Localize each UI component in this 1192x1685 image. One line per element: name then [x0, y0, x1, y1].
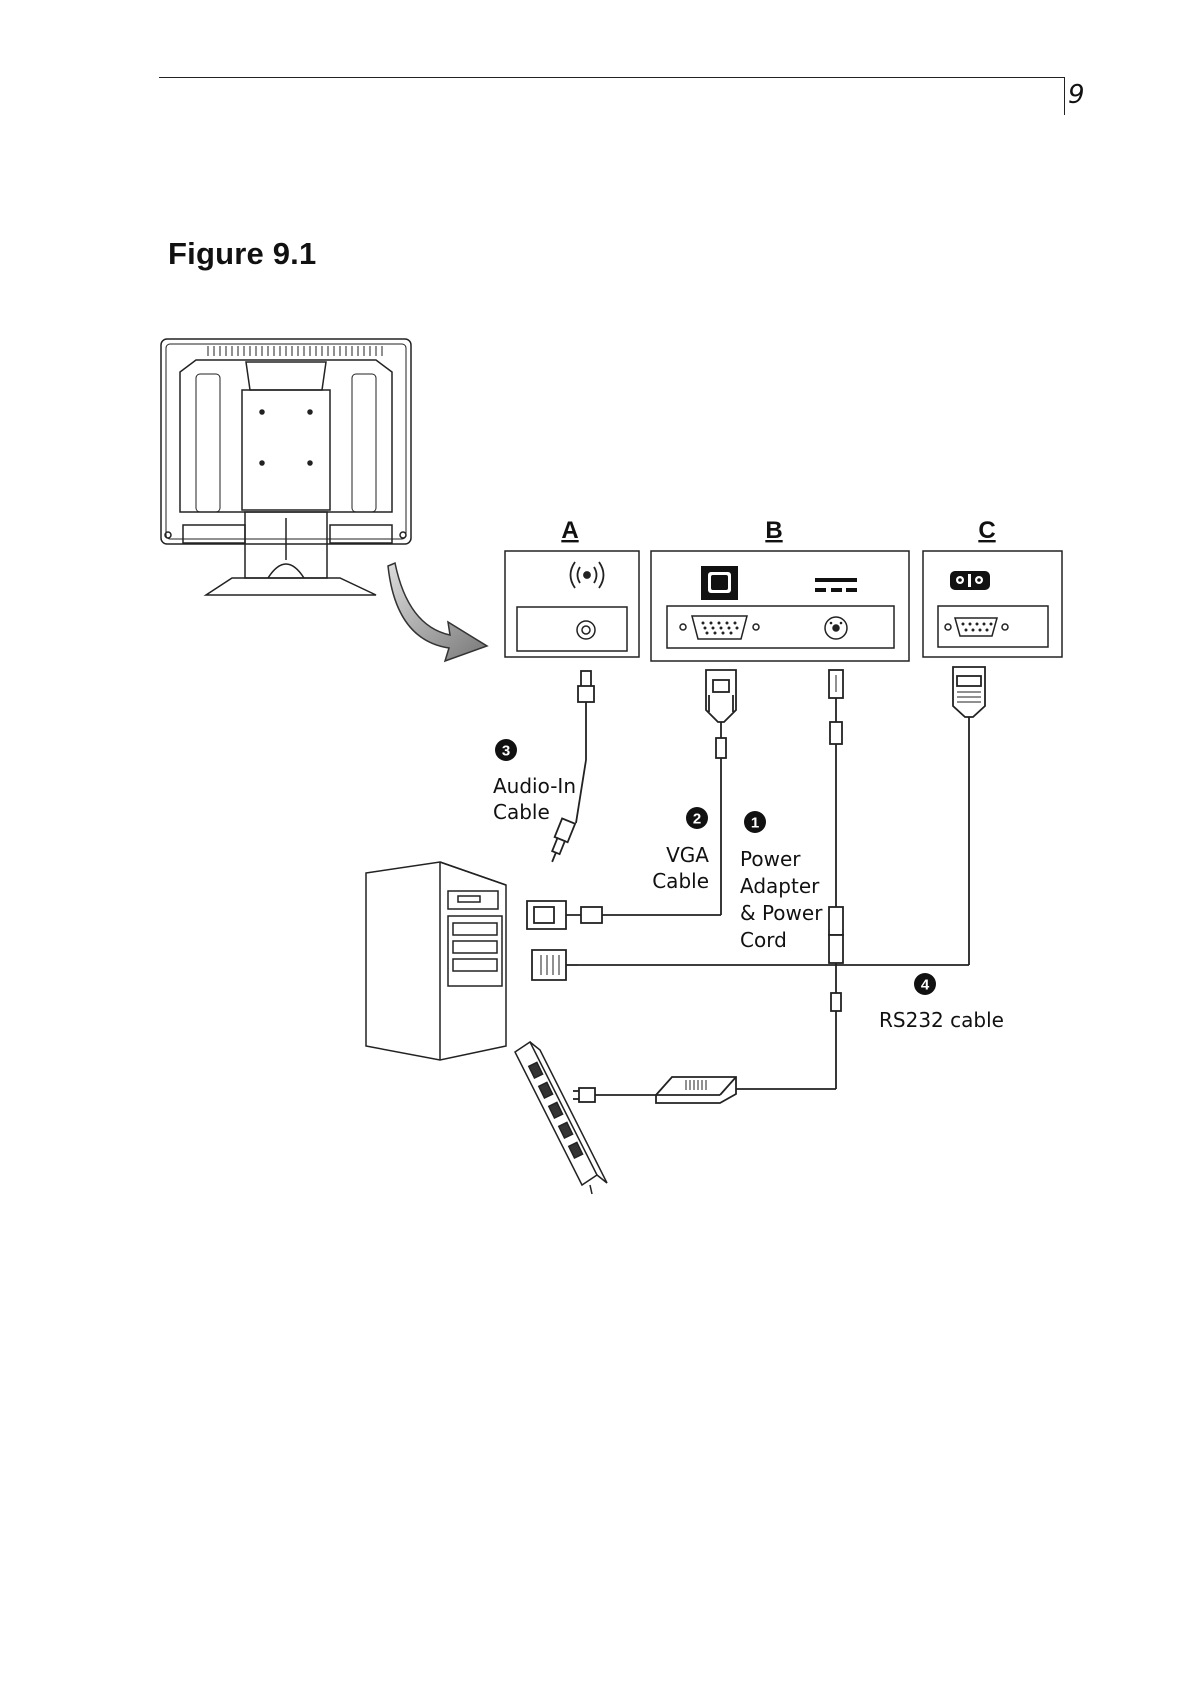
power-label-line-1: Power	[740, 847, 801, 871]
power-label-line-4: Cord	[740, 928, 787, 952]
monitor-input-icon	[701, 566, 738, 600]
monitor-rear-illustration	[161, 339, 411, 595]
vga-label-line-2: Cable	[652, 869, 709, 893]
panel-label-b: B	[765, 517, 782, 544]
pc-tower-illustration	[366, 862, 506, 1060]
panel-c-serial	[923, 551, 1062, 657]
audio-label-line-1: Audio-In	[493, 774, 576, 798]
curved-arrow	[388, 563, 487, 661]
callout-audio: 3 Audio-In Cable	[493, 739, 576, 824]
serial-port-icon	[950, 571, 990, 590]
power-label-line-2: Adapter	[740, 874, 820, 898]
audio-label-line-2: Cable	[493, 800, 550, 824]
callout-number-4: 4	[921, 977, 930, 994]
audio-waves-icon	[571, 562, 604, 588]
audio-cable	[546, 671, 594, 865]
rs232-label: RS232 cable	[879, 1008, 1004, 1032]
dc-power-icon	[815, 578, 857, 592]
power-strip-illustration	[515, 1042, 607, 1194]
power-label-line-3: & Power	[740, 901, 823, 925]
callout-vga: 2 VGA Cable	[652, 807, 709, 893]
callout-rs232: 4 RS232 cable	[879, 973, 1004, 1032]
panel-label-c: C	[978, 517, 995, 544]
vga-label-line-1: VGA	[666, 843, 709, 867]
callout-number-3: 3	[502, 743, 510, 760]
panel-b-video-power	[651, 551, 909, 661]
panel-a-audio	[505, 551, 639, 657]
panel-label-a: A	[561, 517, 578, 544]
callout-number-1: 1	[751, 815, 759, 832]
callout-number-2: 2	[693, 811, 701, 828]
callout-power: 1 Power Adapter & Power Cord	[740, 811, 823, 952]
